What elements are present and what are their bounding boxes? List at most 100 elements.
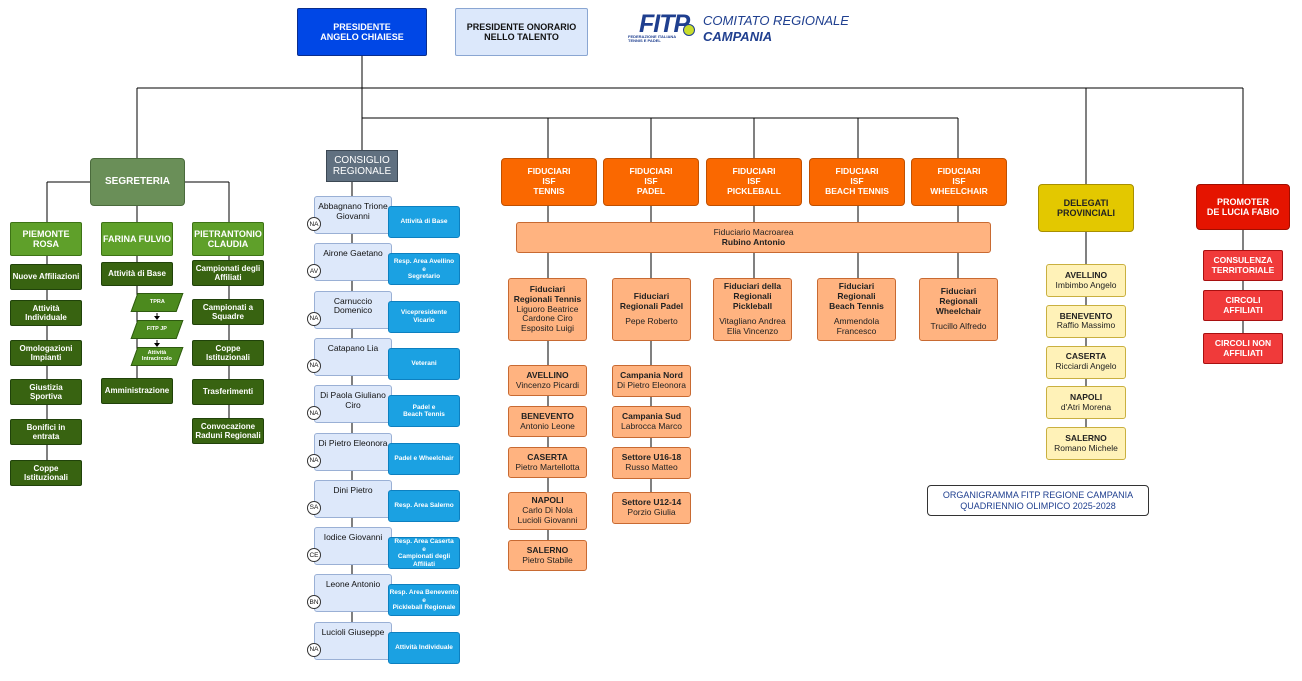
segreteria-item-0-line: Nuove Affiliazioni [12,272,80,282]
fiduciari-regionali-1-line: Fiduciari [633,290,670,301]
segreteria-item-3-line: Giustizia [29,382,63,392]
tennis-province-2-line: CASERTA [527,451,568,462]
padel-area-3-line: Porzio Giulia [627,507,676,517]
fiduciari-head-2-line: FIDUCIARI [732,166,776,177]
delegato-0-line: AVELLINO [1064,269,1108,280]
fiduciari-regionali-4-line: Fiduciari [940,285,977,296]
consigliere-name-2-line: Carnuccio [333,295,373,306]
fiduciari-regionali-1-line: Regionali Padel [619,300,684,311]
segreteria-item-4-line: entrata [32,432,60,441]
presidente-box-line: ANGELO CHIAIESE [320,32,404,42]
segreteria-item-0: Nuove Affiliazioni [10,264,82,290]
fiduciari-head-3-line: BEACH TENNIS [825,185,889,196]
fiduciari-head-3-line: FIDUCIARI [835,166,879,177]
padel-area-0-line: Campania Nord [620,370,683,381]
fiduciari-head-2-line: PICKLEBALL [727,185,781,196]
consigliere-name-0-line: Abbagnano Trione [318,201,388,211]
province-badge: AV [307,264,321,279]
fiduciari-regionali-4-line: Regionali [939,295,978,306]
pietrantonio-item-4-line: Raduni Regionali [195,431,261,440]
padel-area-2-line: Russo Matteo [625,462,678,472]
delegato-2-line: CASERTA [1065,351,1107,362]
promoter-item-1-line: CIRCOLI [1225,294,1261,305]
delegato-2-line: Ricciardi Angelo [1055,361,1117,372]
presidente-onorario-box-line: PRESIDENTE ONORARIO [466,21,577,32]
segreteria-box: SEGRETERIA [90,158,185,206]
delegato-0-line: Imbimbo Angelo [1055,279,1117,290]
consigliere-role-8-line: Resp. Area Benevento [389,589,459,597]
province-badge: NA [307,358,321,373]
consigliere-role-1-line: e [422,265,426,273]
consigliere-role-2-line: Vicepresidente [400,309,448,317]
consigliere-name-5: Di Pietro Eleonora [314,432,392,471]
fiduciari-regionali-4-line: Wheelchair [935,305,982,316]
consigliere-role-7-line: Resp. Area Caserta [394,538,454,546]
fiduciari-head-1-line: ISF [644,176,658,187]
consigliere-role-7-line: Campionati degli Affiliati [397,553,451,568]
consigliere-name-2-line: Domenico [333,305,373,316]
pietrantonio-item-4-line: Convocazione [200,421,256,431]
delegato-3-line: NAPOLI [1069,392,1103,403]
segreteria-item-4-line: Bonifici in [26,422,66,432]
arrow-head-icon [154,343,160,347]
fiduciari-head-1-line: FIDUCIARI [629,166,673,177]
consigliere-name-8-line: Leone Antonio [325,579,381,590]
organigramma-caption-line: QUADRIENNIO OLIMPICO 2025-2028 [960,500,1116,511]
province-badge: NA [307,217,321,231]
province-badge: NA [307,406,321,421]
sub-activity-label: TPRA [149,298,165,305]
fiduciari-regionali-0-line: Fiduciari [529,284,566,295]
pietrantonio-item-0-line: Affiliati [214,273,242,282]
promoter-item-0-line: TERRITORIALE [1211,264,1275,275]
fiduciari-head-4-line: WHEELCHAIR [930,185,988,196]
fiduciari-regionali-2-line: Vitagliano Andrea [719,316,786,327]
fiduciari-head-0-line: TENNIS [533,185,565,196]
consigliere-role-2-line: Vicario [413,316,435,324]
delegato-3-line: d'Atri Morena [1060,401,1112,412]
tennis-province-4-line: SALERNO [526,544,569,555]
fiduciari-head-4-line: FIDUCIARI [937,166,981,177]
province-badge: SA [307,500,321,515]
padel-area-1-line: Labrocca Marco [621,421,682,431]
consigliere-role-9: Attività Individuale [388,631,460,664]
segreteria-item-2-line: Omologazioni [19,343,73,353]
consiglio-regionale-box-line: REGIONALE [332,166,392,177]
pietrantonio-item-1-line: Squadre [211,312,244,321]
consigliere-name-5-line: Di Pietro Eleonora [318,437,388,448]
padel-area-2-line: Settore U16-18 [621,452,682,463]
pietrantonio-claudia-box-line: CLAUDIA [207,239,249,249]
segreteria-item-1-line: Attività [32,303,60,313]
promoter-item-1-line: AFFILIATI [1223,304,1263,315]
logo-comitato: COMITATO REGIONALE [703,13,849,28]
fiduciari-head-0-line: FIDUCIARI [527,166,571,177]
logo-fitp-text: FITP [639,10,690,38]
segreteria-item-1-line: Individuale [25,313,67,322]
delegato-1-line: Raffio Massimo [1056,320,1116,331]
fiduciari-regionali-3-line: Beach Tennis [829,300,884,311]
promoter-box-line: PROMOTER [1216,196,1269,207]
promoter-item-2-line: CIRCOLI NON [1214,337,1272,348]
tennis-ball-icon [683,24,695,36]
fiduciari-regionali-3-line: Ammendola [833,316,880,327]
tennis-province-1-line: Antonio Leone [520,420,575,431]
fiduciari-regionali-2-line: Regionali [733,290,772,301]
fiduciari-regionali-2-line: Elia Vincenzo [726,326,779,337]
